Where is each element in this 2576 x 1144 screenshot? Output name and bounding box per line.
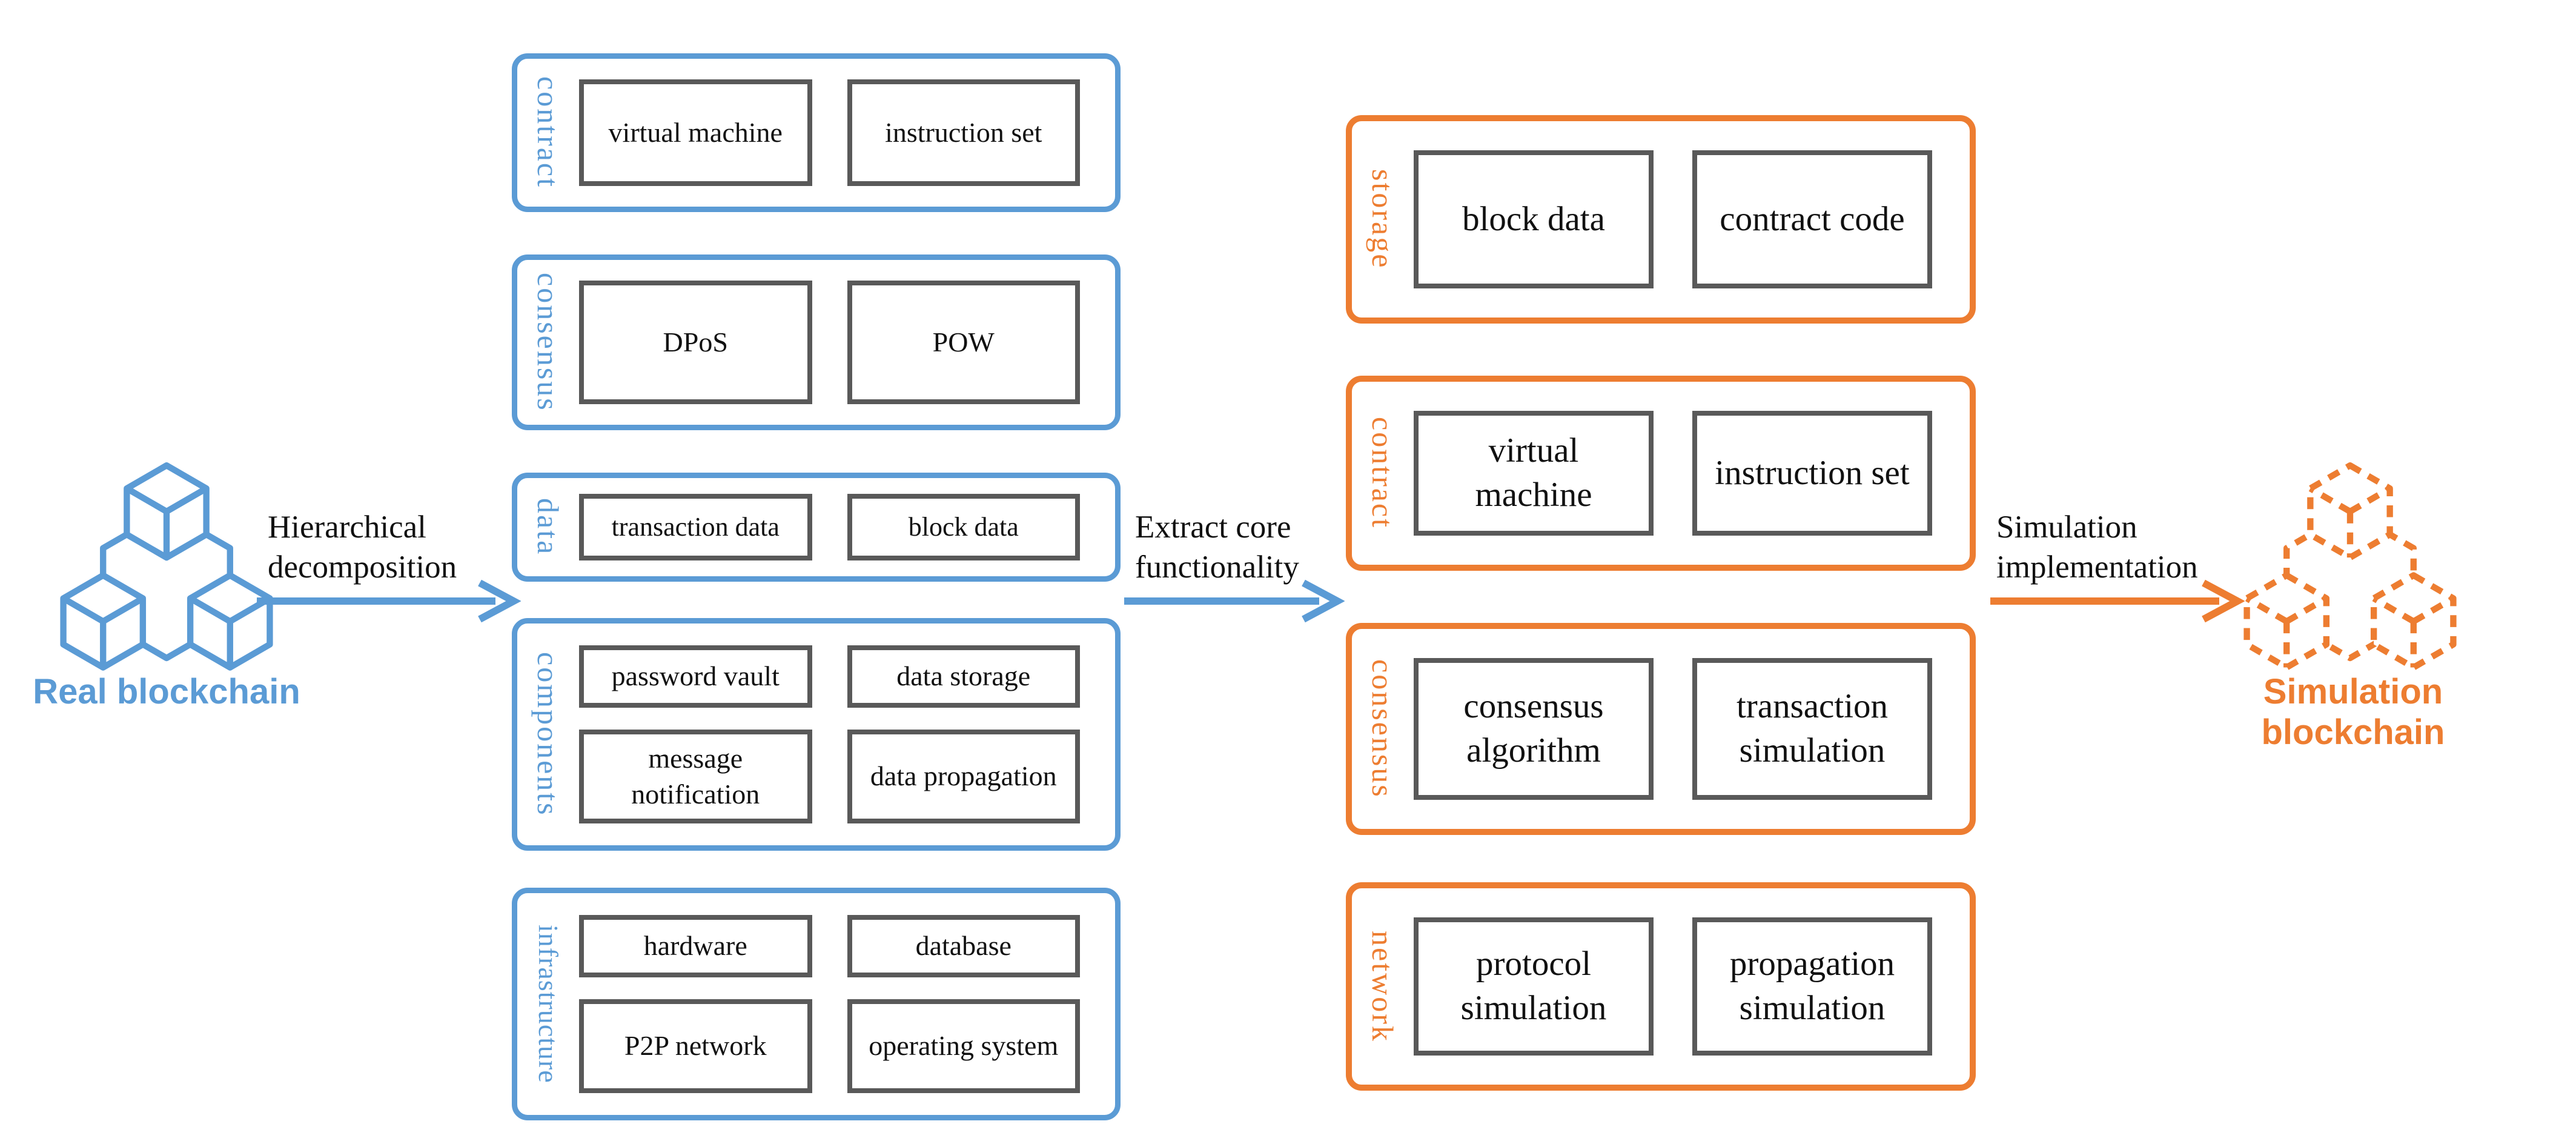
item-dpos: DPoS xyxy=(579,281,812,404)
item-pow: POW xyxy=(847,281,1080,404)
extract-core-functionality-arrow xyxy=(1124,579,1345,623)
item-message-notification: message notification xyxy=(579,730,812,823)
item-operating-system: operating system xyxy=(847,999,1080,1093)
group-real-data: data transaction data block data xyxy=(512,473,1121,582)
group-sim-contract: contract virtual machine instruction set xyxy=(1346,376,1976,571)
group-real-infrastructure: infrastructure hardware database P2P net… xyxy=(512,888,1121,1120)
item-sim-block-data: block data xyxy=(1414,150,1654,288)
group-sim-network-label: network xyxy=(1366,930,1400,1043)
group-sim-storage: storage block data contract code xyxy=(1346,115,1976,324)
group-sim-network: network protocol simulation propagation … xyxy=(1346,882,1976,1091)
item-block-data: block data xyxy=(847,494,1080,560)
group-sim-contract-label: contract xyxy=(1366,417,1400,530)
arrow3-caption: Simulation implementation xyxy=(1996,508,2198,587)
arrow2-caption: Extract core functionality xyxy=(1135,508,1299,587)
item-virtual-machine: virtual machine xyxy=(579,79,812,186)
group-sim-consensus-label: consensus xyxy=(1366,659,1400,799)
item-consensus-algorithm: consensus algorithm xyxy=(1414,658,1654,800)
arrow1-caption: Hierarchical decomposition xyxy=(268,508,457,587)
item-sim-virtual-machine: virtual machine xyxy=(1414,411,1654,536)
group-real-components: components password vault data storage m… xyxy=(512,618,1121,851)
simulation-blockchain-label: Simulation blockchain xyxy=(2261,672,2445,752)
arrow2-caption-line2: functionality xyxy=(1135,549,1299,585)
simulation-blockchain-icon xyxy=(2243,462,2457,671)
group-real-consensus: consensus DPoS POW xyxy=(512,254,1121,430)
group-real-infrastructure-label: infrastructure xyxy=(533,925,564,1083)
item-hardware: hardware xyxy=(579,915,812,978)
item-sim-contract-code: contract code xyxy=(1692,150,1932,288)
arrow2-caption-line1: Extract core xyxy=(1135,510,1291,545)
real-blockchain-label: Real blockchain xyxy=(33,672,300,711)
arrow1-caption-line1: Hierarchical xyxy=(268,510,426,545)
group-real-consensus-label: consensus xyxy=(531,273,565,412)
real-blockchain-icon xyxy=(60,462,273,671)
item-instruction-set: instruction set xyxy=(847,79,1080,186)
group-sim-storage-label: storage xyxy=(1366,169,1400,270)
item-propagation-simulation: propagation simulation xyxy=(1692,917,1932,1056)
group-real-components-label: components xyxy=(531,652,565,817)
item-protocol-simulation: protocol simulation xyxy=(1414,917,1654,1056)
group-real-data-label: data xyxy=(531,498,565,556)
group-real-contract: contract virtual machine instruction set xyxy=(512,53,1121,212)
item-password-vault: password vault xyxy=(579,645,812,708)
item-data-propagation: data propagation xyxy=(847,730,1080,823)
group-sim-consensus: consensus consensus algorithm transactio… xyxy=(1346,623,1976,835)
arrow3-caption-line2: implementation xyxy=(1996,549,2198,585)
item-data-storage: data storage xyxy=(847,645,1080,708)
arrow3-caption-line1: Simulation xyxy=(1996,510,2137,545)
item-transaction-data: transaction data xyxy=(579,494,812,560)
group-real-contract-label: contract xyxy=(531,76,565,189)
arrow1-caption-line2: decomposition xyxy=(268,549,457,585)
hierarchical-decomposition-arrow xyxy=(257,579,521,623)
item-p2p-network: P2P network xyxy=(579,999,812,1093)
item-transaction-simulation: transaction simulation xyxy=(1692,658,1932,800)
simulation-implementation-arrow xyxy=(1990,579,2245,623)
item-sim-instruction-set: instruction set xyxy=(1692,411,1932,536)
item-database: database xyxy=(847,915,1080,978)
